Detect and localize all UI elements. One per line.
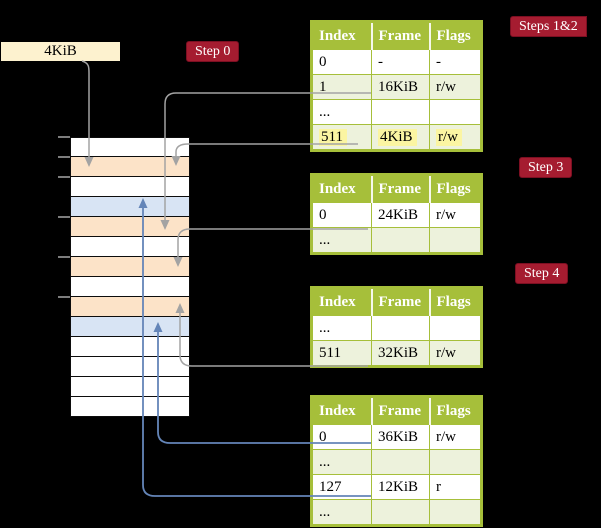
table-header-row: Index Frame Flags bbox=[311, 287, 482, 316]
page-table-steps-1-2: Index Frame Flags 0 - - 1 16KiB r/w ... … bbox=[310, 20, 483, 152]
step-3-badge: Step 3 bbox=[519, 157, 573, 178]
step-4-badge: Step 4 bbox=[515, 263, 569, 284]
address-tick bbox=[58, 256, 70, 258]
column-header-index: Index bbox=[311, 174, 372, 203]
column-header-flags: Flags bbox=[428, 287, 482, 316]
highlight: 511 bbox=[319, 128, 347, 146]
column-header-frame: Frame bbox=[370, 396, 430, 425]
memory-frame-row bbox=[70, 317, 190, 337]
memory-frame-row bbox=[70, 397, 190, 417]
table-header-row: Index Frame Flags bbox=[311, 396, 482, 425]
column-header-index: Index bbox=[311, 287, 372, 316]
memory-frame-row bbox=[70, 277, 190, 297]
memory-frame-row bbox=[70, 197, 190, 217]
column-header-flags: Flags bbox=[428, 174, 482, 203]
address-tick bbox=[58, 216, 70, 218]
column-header-frame: Frame bbox=[370, 174, 430, 203]
frame-address-box: 4KiB bbox=[1, 42, 120, 61]
table-row: 0 - - bbox=[311, 49, 482, 75]
column-header-index: Index bbox=[311, 21, 372, 50]
page-table-level-1: Index Frame Flags 0 36KiB r/w ... 127 12… bbox=[310, 395, 483, 527]
column-header-flags: Flags bbox=[428, 21, 482, 50]
table-row: ... bbox=[311, 227, 482, 254]
memory-frame-row bbox=[70, 137, 190, 157]
table-row: 1 16KiB r/w bbox=[311, 74, 482, 100]
column-header-flags: Flags bbox=[428, 396, 482, 425]
memory-frame-row bbox=[70, 177, 190, 197]
table-row: 127 12KiB r bbox=[311, 474, 482, 500]
table-row: 0 24KiB r/w bbox=[311, 202, 482, 228]
address-tick bbox=[58, 156, 70, 158]
physical-memory-stack bbox=[70, 137, 190, 417]
table-row: ... bbox=[311, 449, 482, 475]
table-row: ... bbox=[311, 315, 482, 341]
page-table-step-4: Index Frame Flags ... 511 32KiB r/w bbox=[310, 286, 483, 368]
memory-frame-row bbox=[70, 297, 190, 317]
column-header-frame: Frame bbox=[370, 287, 430, 316]
table-header-row: Index Frame Flags bbox=[311, 21, 482, 50]
step-0-badge: Step 0 bbox=[186, 41, 240, 62]
column-header-index: Index bbox=[311, 396, 372, 425]
table-header-row: Index Frame Flags bbox=[311, 174, 482, 203]
memory-frame-row bbox=[70, 157, 190, 177]
column-header-frame: Frame bbox=[370, 21, 430, 50]
memory-frame-row bbox=[70, 257, 190, 277]
memory-frame-row bbox=[70, 237, 190, 257]
table-row: ... bbox=[311, 99, 482, 125]
highlight: 4KiB bbox=[378, 128, 417, 146]
memory-frame-row bbox=[70, 377, 190, 397]
address-tick bbox=[58, 136, 70, 138]
table-row: 511 32KiB r/w bbox=[311, 340, 482, 367]
highlight: r/w bbox=[436, 128, 462, 146]
memory-frame-row bbox=[70, 217, 190, 237]
steps-1-2-badge: Steps 1&2 bbox=[510, 16, 587, 37]
table-row-highlighted: 511 4KiB r/w bbox=[311, 124, 482, 151]
address-tick bbox=[58, 296, 70, 298]
page-table-step-3: Index Frame Flags 0 24KiB r/w ... bbox=[310, 173, 483, 255]
memory-frame-row bbox=[70, 337, 190, 357]
memory-frame-row bbox=[70, 357, 190, 377]
table-row: ... bbox=[311, 499, 482, 526]
table-row: 0 36KiB r/w bbox=[311, 424, 482, 450]
address-tick bbox=[58, 176, 70, 178]
